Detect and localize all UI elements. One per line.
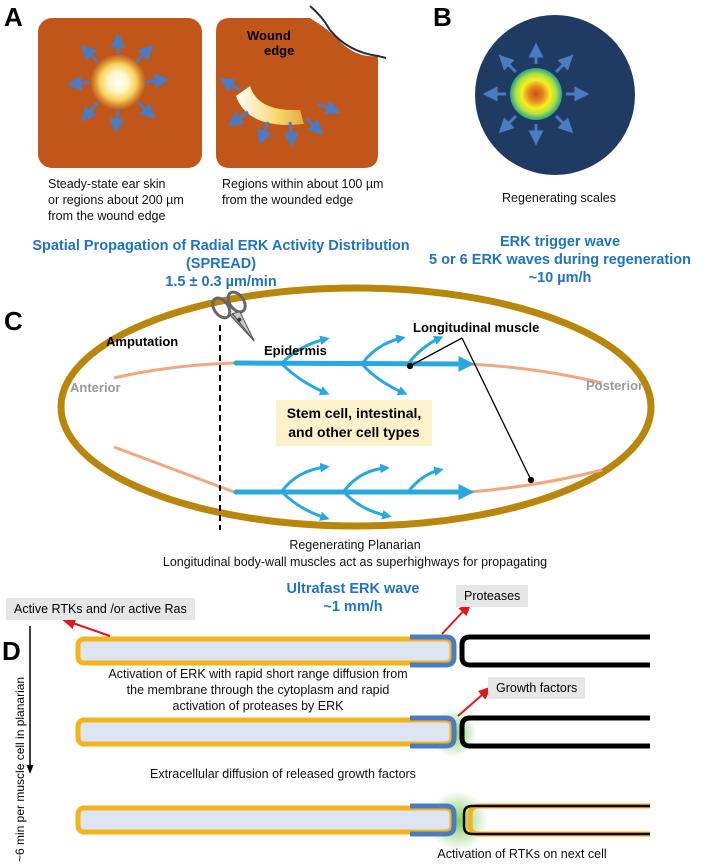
cell-types-line-1: Stem cell, intestinal, <box>286 405 422 421</box>
radial-arrows-right <box>219 78 342 148</box>
step-1-line-3: activation of proteases by ERK <box>172 699 344 713</box>
caption-left-line-1: Steady-state ear skin <box>48 177 166 191</box>
caption-left-line-2: or regions about 200 µm <box>48 193 184 207</box>
red-pointer-arrows <box>61 601 493 717</box>
posterior-label: Posterior <box>586 378 644 393</box>
cell-row-2 <box>75 709 650 757</box>
ultrafast-title: Ultrafast ERK wave ~1 mm/h <box>287 580 420 616</box>
muscle-pointer-lines <box>406 337 535 484</box>
cell-row-3 <box>75 791 650 851</box>
wound-skin-square <box>216 5 387 168</box>
regenerating-scale <box>475 15 635 175</box>
growth-factors-label: Growth factors <box>488 677 586 699</box>
panel-label-c: C <box>4 306 23 336</box>
caption-steady-state: Steady-state ear skin or regions about 2… <box>48 176 184 224</box>
wound-edge-label: Wound edge <box>247 28 294 58</box>
cell-types-line-2: and other cell types <box>288 424 420 440</box>
panel-label-b: B <box>433 2 452 32</box>
step-3-caption: Activation of RTKs on next cell <box>437 847 607 861</box>
spread-title-line-3: 1.5 ± 0.3 µm/min <box>165 274 277 290</box>
caption-wounded: Regions within about 100 µm from the wou… <box>222 176 383 208</box>
trigger-title-line-2: 5 or 6 ERK waves during regeneration <box>429 252 691 268</box>
radial-arrows-left <box>66 32 170 134</box>
scissors-icon <box>211 290 255 342</box>
cell-types-box: Stem cell, intestinal, and other cell ty… <box>276 400 432 446</box>
trigger-title-line-3: ~10 µm/h <box>528 270 592 286</box>
wound-edge-line-2: edge <box>264 43 295 58</box>
active-rtks-label: Active RTKs and /or active Ras <box>6 598 195 620</box>
spread-title: Spatial Propagation of Radial ERK Activi… <box>32 237 409 291</box>
caption-right-line-1: Regions within about 100 µm <box>222 177 384 191</box>
caption-right-line-2: from the wounded edge <box>222 193 354 207</box>
spread-title-line-2: (SPREAD) <box>185 256 257 272</box>
muscle-line-bottom <box>113 445 603 494</box>
proteases-label: Proteases <box>456 585 529 607</box>
spread-title-line-1: Spatial Propagation of Radial ERK Activi… <box>32 238 410 254</box>
ultrafast-title-line-2: ~1 mm/h <box>323 599 383 615</box>
wound-edge-line-1: Wound <box>247 28 291 43</box>
planarian-caption-line-1: Regenerating Planarian <box>289 538 421 552</box>
step-1-caption: Activation of ERK with rapid short range… <box>108 666 407 714</box>
planarian-caption: Regenerating Planarian Longitudinal body… <box>163 537 547 571</box>
step-2-caption: Extracellular diffusion of released grow… <box>150 767 416 781</box>
planarian-caption-line-2: Longitudinal body-wall muscles act as su… <box>162 555 548 569</box>
cell-row-1 <box>75 634 650 668</box>
time-axis-label: ~6 min per muscle cell in planarian <box>13 676 27 862</box>
panel-label-a: A <box>4 2 23 32</box>
erk-trigger-title: ERK trigger wave 5 or 6 ERK waves during… <box>429 233 691 287</box>
planarian-body <box>57 284 655 530</box>
wound-crescent <box>236 86 304 125</box>
panel-label-d: D <box>2 636 21 666</box>
anterior-label: Anterior <box>70 380 121 395</box>
epidermis-label: Epidermis <box>264 343 327 358</box>
amputation-label: Amputation <box>106 334 179 349</box>
caption-left-line-3: from the wound edge <box>48 209 166 223</box>
caption-regenerating-scales: Regenerating scales <box>502 191 616 205</box>
ultrafast-title-line-1: Ultrafast ERK wave <box>286 581 420 597</box>
longitudinal-muscle-label: Longitudinal muscle <box>413 320 540 335</box>
erk-wave-bottom <box>233 462 475 521</box>
radial-arrows-scale <box>482 42 590 146</box>
ear-skin-square <box>38 18 202 168</box>
step-1-line-2: the membrane through the cytoplasm and r… <box>126 683 390 697</box>
step-1-line-1: Activation of ERK with rapid short range… <box>108 667 408 681</box>
erk-wave-top <box>233 334 475 396</box>
trigger-title-line-1: ERK trigger wave <box>499 234 621 250</box>
